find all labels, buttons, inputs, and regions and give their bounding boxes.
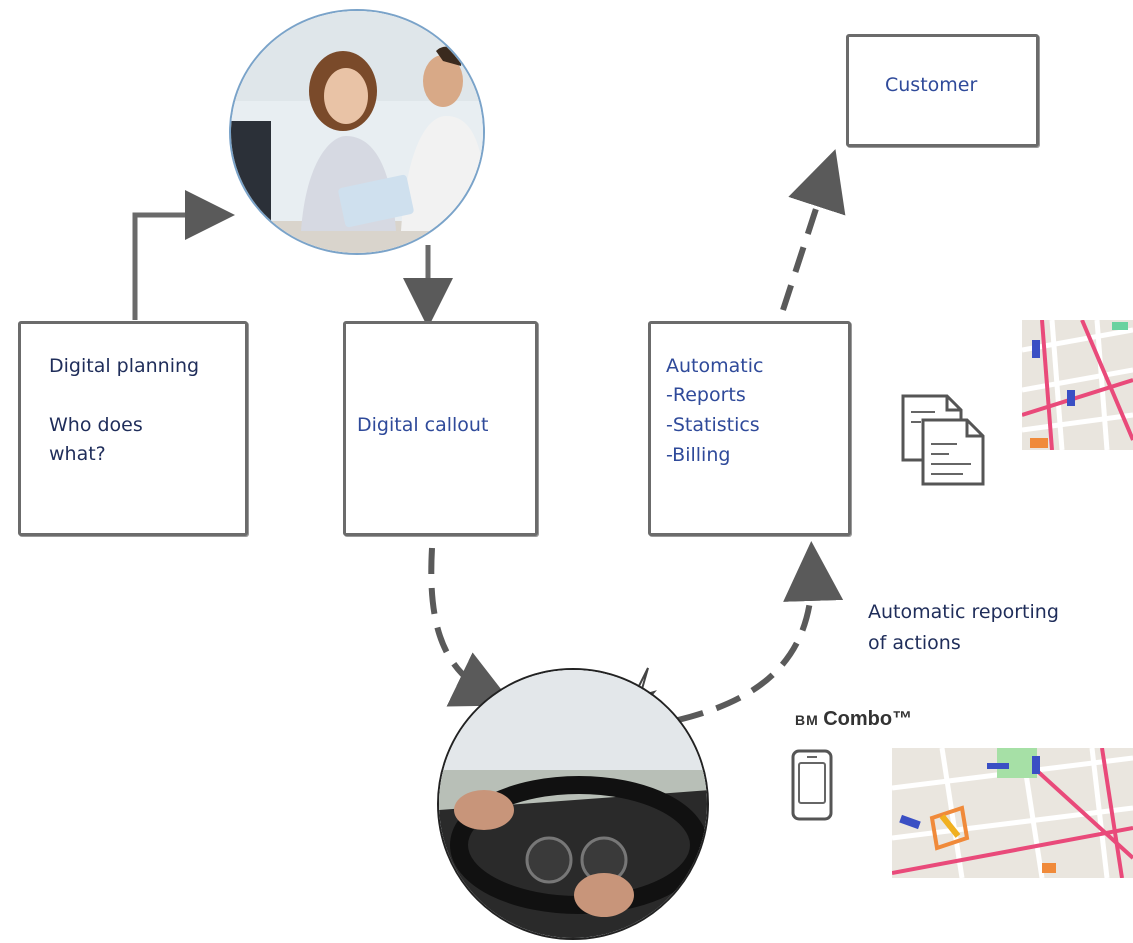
device-title: BM Combo™: [795, 708, 912, 731]
phone-icon: [791, 749, 833, 821]
driver-photo: [437, 668, 709, 940]
office-photo: [229, 9, 485, 255]
automatic-line-2: -Reports: [666, 384, 746, 406]
automatic-box: [648, 321, 851, 536]
device-name: Combo™: [823, 708, 913, 730]
reporting-label-line1: Automatic reporting: [868, 601, 1059, 623]
map-image-bottom: [892, 748, 1133, 878]
planning-question-line1: Who does: [49, 414, 143, 436]
customer-box: [846, 34, 1039, 147]
callout-label: Digital callout: [357, 414, 489, 436]
digital-callout-box: [343, 321, 538, 536]
digital-planning-box: [18, 321, 248, 536]
planning-question-line2: what?: [49, 443, 106, 465]
customer-label: Customer: [885, 74, 978, 96]
automatic-line-1: Automatic: [666, 355, 764, 377]
documents-icon: [901, 394, 985, 486]
arrow-automatic-to-customer: [780, 149, 846, 311]
device-brand: BM: [795, 712, 819, 728]
arrow-driver-to-automatic: [677, 541, 844, 723]
arrow-planning-to-office: [132, 190, 235, 320]
automatic-line-4: -Billing: [666, 444, 731, 466]
planning-title: Digital planning: [49, 355, 200, 377]
automatic-line-3: -Statistics: [666, 414, 760, 436]
reporting-label-line2: of actions: [868, 632, 961, 654]
map-image-top: [1022, 320, 1133, 450]
arrow-callout-to-driver: [428, 547, 514, 707]
